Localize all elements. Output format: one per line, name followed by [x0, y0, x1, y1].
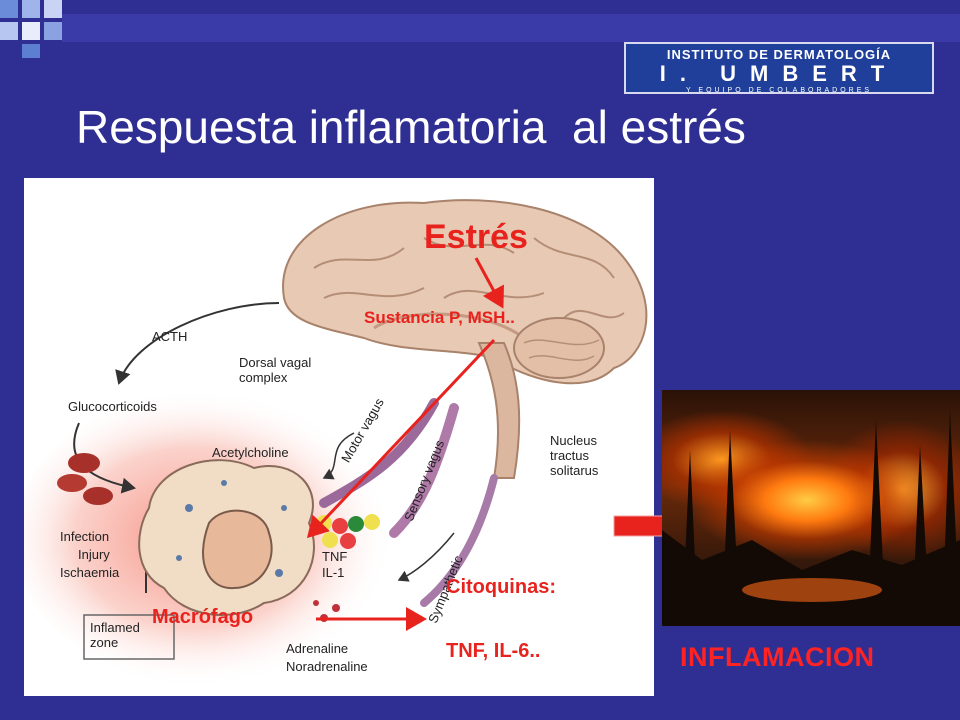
logo-line-1: INSTITUTO DE DERMATOLOGÍA — [666, 47, 892, 62]
sustancia-annotation: Sustancia P, MSH.. — [364, 308, 515, 327]
slide-title: Respuesta inflamatoria al estrés — [76, 101, 746, 153]
macrofago-annotation: Macrófago — [152, 606, 254, 628]
brain-icon — [282, 199, 648, 479]
logo-line-2: I. UMBERT — [659, 61, 899, 86]
macrophage-cell — [138, 459, 315, 616]
stress-inflammation-diagram: ACTH Dorsal vagal complex Glucocorticoid… — [24, 178, 654, 696]
motor-vagus-nerve — [319, 398, 439, 508]
glucocorticoids-label: Glucocorticoids — [68, 399, 157, 414]
estres-arrow — [474, 257, 504, 309]
nucleus-tractus-solitarus-label: Nucleus tractus solitarus — [550, 433, 599, 478]
logo-line-3: Y EQUIPO DE COLABORADORES — [685, 87, 873, 94]
inflamed-zone-box — [83, 614, 175, 660]
red-blood-cells — [57, 453, 113, 505]
il1-label: IL-1 — [322, 565, 345, 580]
acth-pathway — [115, 302, 280, 385]
tnf-label: TNF — [322, 549, 348, 564]
noradrenaline-label: Noradrenaline — [286, 659, 368, 674]
infection-label: Infection — [60, 529, 110, 544]
institute-logo: INSTITUTO DE DERMATOLOGÍA I. UMBERT Y EQ… — [624, 42, 934, 94]
injury-label: Injury — [78, 547, 110, 562]
corner-decoration — [0, 0, 62, 58]
acth-label: ACTH — [152, 329, 188, 344]
ischaemia-label: Ischaemia — [60, 565, 120, 580]
diagram-illustration — [24, 199, 648, 688]
wildfire-photo — [662, 390, 960, 626]
sympathetic-nerve — [420, 474, 498, 607]
dorsal-vagal-complex-label: Dorsal vagal complex — [239, 355, 312, 385]
inflamed-zone-label: Inflamed zone — [90, 620, 140, 650]
estres-annotation: Estrés — [424, 218, 528, 256]
tnf-il6-annotation: TNF, IL-6.. — [446, 640, 541, 662]
inflamacion-label: INFLAMACION — [680, 642, 875, 672]
sensory-vagus-nerve — [389, 403, 459, 538]
acetylcholine-label: Acetylcholine — [212, 445, 289, 460]
adrenaline-label: Adrenaline — [286, 641, 349, 656]
citoquinas-annotation: Citoquinas: — [446, 576, 556, 598]
neuro-to-macrophage-arrow — [306, 338, 496, 539]
header-bar — [62, 14, 960, 42]
